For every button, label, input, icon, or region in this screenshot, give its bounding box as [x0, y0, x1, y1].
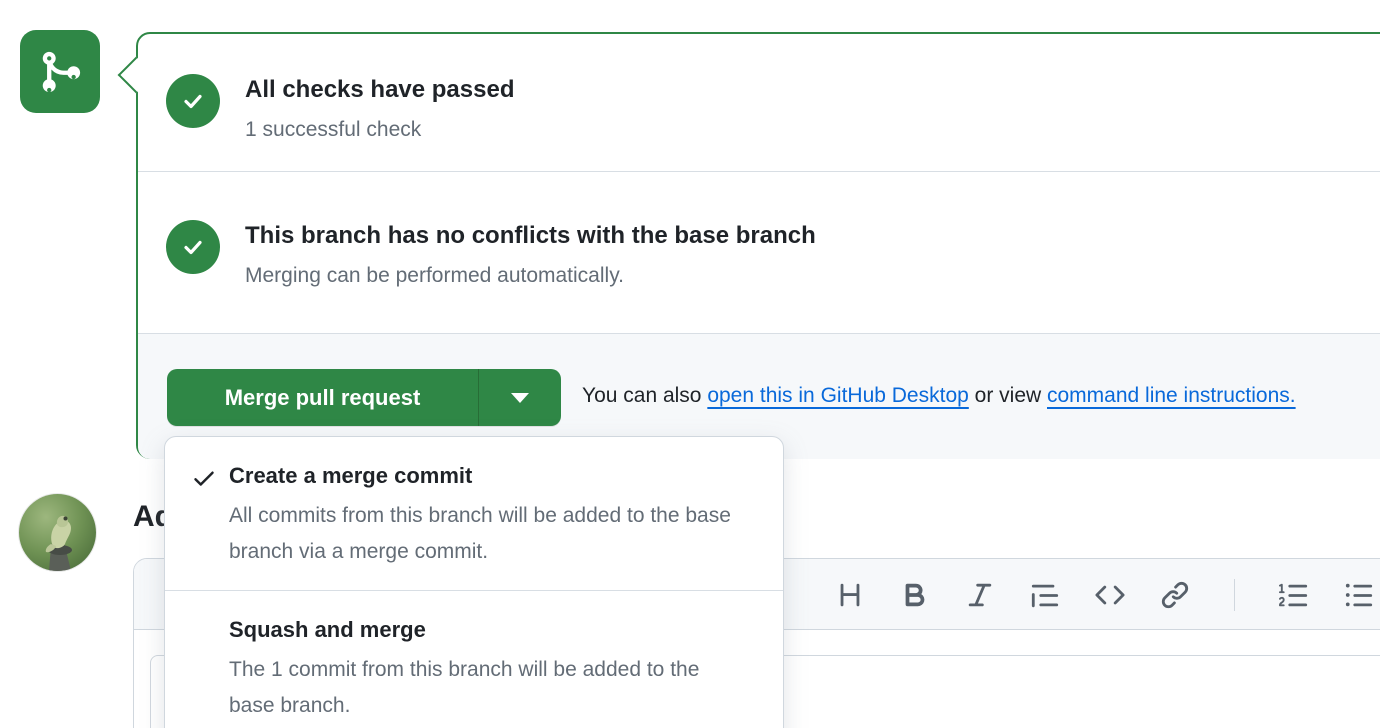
check-circle-icon	[166, 74, 220, 128]
bullet-list-icon[interactable]	[1343, 579, 1375, 611]
merge-button-group: Merge pull request	[167, 369, 561, 426]
merge-pull-request-button[interactable]: Merge pull request	[167, 369, 478, 426]
merge-options-toggle-button[interactable]	[478, 369, 561, 426]
alternatives-prefix: You can also	[582, 384, 708, 407]
check-circle-icon	[166, 220, 220, 274]
avatar[interactable]	[19, 494, 96, 571]
conflicts-title: This branch has no conflicts with the ba…	[245, 222, 816, 249]
git-merge-icon	[42, 51, 81, 92]
menu-item-title: Squash and merge	[229, 617, 426, 642]
conflicts-status-row: This branch has no conflicts with the ba…	[138, 172, 1380, 334]
toolbar-divider	[1234, 578, 1235, 611]
merge-method-dropdown: Create a merge commit All commits from t…	[164, 436, 784, 728]
chevron-down-icon	[511, 392, 529, 403]
italic-icon[interactable]	[964, 579, 996, 611]
numbered-list-icon[interactable]	[1278, 579, 1310, 611]
quote-icon[interactable]	[1029, 579, 1061, 611]
menu-item-description: All commits from this branch will be add…	[229, 504, 731, 563]
conflicts-subtitle: Merging can be performed automatically.	[245, 264, 624, 287]
merge-alternatives-text: You can also open this in GitHub Desktop…	[582, 384, 1296, 408]
alternatives-middle: or view	[968, 384, 1047, 407]
open-in-github-desktop-link[interactable]: open this in GitHub Desktop	[707, 384, 969, 407]
menu-item-title: Create a merge commit	[229, 463, 473, 488]
checks-subtitle: 1 successful check	[245, 118, 422, 141]
checks-title: All checks have passed	[245, 76, 515, 103]
command-line-instructions-link[interactable]: command line instructions.	[1047, 384, 1296, 407]
menu-item-description: The 1 commit from this branch will be ad…	[229, 658, 700, 717]
check-icon	[194, 471, 214, 486]
heading-icon[interactable]	[834, 579, 866, 611]
link-icon[interactable]	[1159, 579, 1191, 611]
menu-item-squash-and-merge[interactable]: Squash and merge The 1 commit from this …	[165, 590, 783, 728]
checks-status-row: All checks have passed 1 successful chec…	[138, 34, 1380, 172]
code-icon[interactable]	[1094, 579, 1126, 611]
bold-icon[interactable]	[899, 579, 931, 611]
merge-status-panel: All checks have passed 1 successful chec…	[117, 32, 1380, 459]
git-merge-badge	[20, 30, 100, 113]
markdown-toolbar	[834, 559, 1375, 630]
menu-item-create-merge-commit[interactable]: Create a merge commit All commits from t…	[165, 437, 783, 590]
